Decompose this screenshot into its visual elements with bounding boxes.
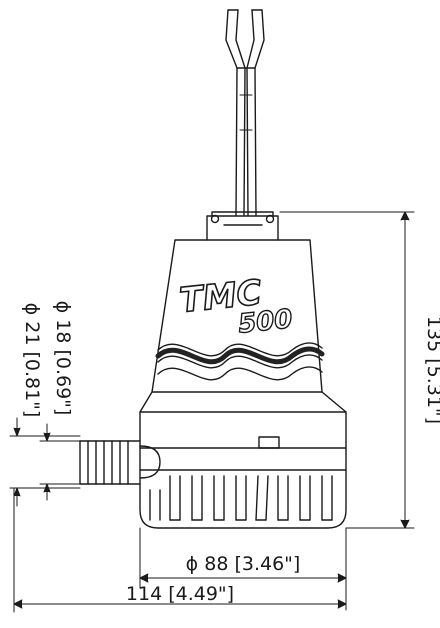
model-number: 500 [237,304,294,340]
strainer-base [139,447,347,529]
body-diameter-dimension-lines [139,527,347,611]
body-diameter-dimension-label: ϕ 88 [3.46"] [186,553,301,575]
wave-band-decoration [155,342,325,381]
outlet-inner-diameter-label: ϕ 18 [0.69"] [52,301,74,416]
power-cable [225,9,265,216]
cable-entry-block [206,211,279,241]
overall-width-dimension-label: 114 [4.49"] [126,583,234,605]
outlet-outer-diameter-label: ϕ 21 [0.81"] [21,303,43,418]
outlet-nozzle [79,440,161,485]
height-dimension-lines [279,211,415,529]
outlet-dimension-lines [9,417,81,507]
brand-logo: TMC [178,273,264,321]
overall-width-dimension-lines [13,487,347,613]
pump-housing [139,239,347,449]
height-dimension-label: 135 [5.31"] [423,316,440,424]
